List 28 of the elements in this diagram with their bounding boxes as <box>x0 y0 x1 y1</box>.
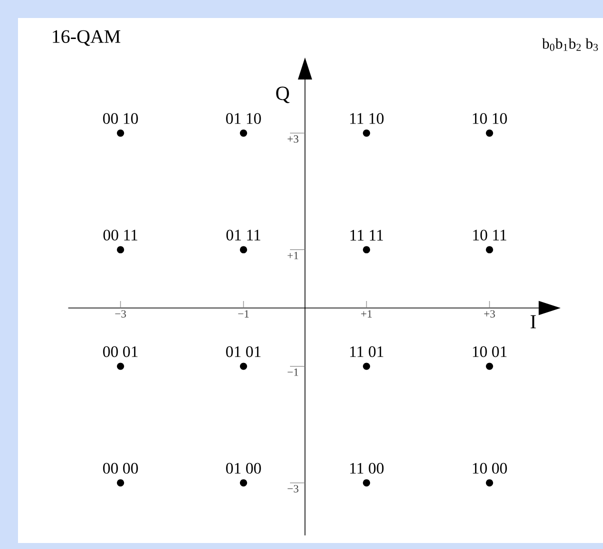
point-label: 11 01 <box>350 346 384 358</box>
tick-label: +1 <box>361 310 372 318</box>
point-label: 11 10 <box>350 113 384 124</box>
point-label: 01 11 <box>226 230 260 240</box>
point-label: 00 10 <box>103 113 138 124</box>
chart-title: 16-QAM <box>52 30 120 46</box>
tick-label: −1 <box>238 310 249 318</box>
tick-label: −3 <box>115 310 126 318</box>
point-label: 10 01 <box>472 346 507 358</box>
point-label: 11 00 <box>350 462 384 474</box>
bit-order-label: b$_{0}$b$_{1}$b$_{2}$ b$_{3}$ <box>542 38 598 51</box>
tick-label: +3 <box>288 135 298 143</box>
point-label: 01 01 <box>226 346 261 358</box>
tick-label: +1 <box>288 252 298 260</box>
point-label: 11 11 <box>350 230 383 240</box>
point-label: 10 10 <box>472 113 507 124</box>
axis-label: I <box>530 315 536 328</box>
tick-label: −1 <box>288 368 298 376</box>
axis-label: Q <box>276 86 290 104</box>
point-label: 10 00 <box>472 462 507 474</box>
point-label: 00 11 <box>103 230 138 240</box>
point-label: 01 10 <box>226 113 261 124</box>
tick-label: −3 <box>288 485 298 492</box>
point-label: 01 00 <box>226 462 261 474</box>
point-label: 00 00 <box>103 462 138 474</box>
point-label: 00 01 <box>103 346 138 358</box>
tick-label: +3 <box>484 310 495 318</box>
point-label: 10 11 <box>473 230 506 240</box>
